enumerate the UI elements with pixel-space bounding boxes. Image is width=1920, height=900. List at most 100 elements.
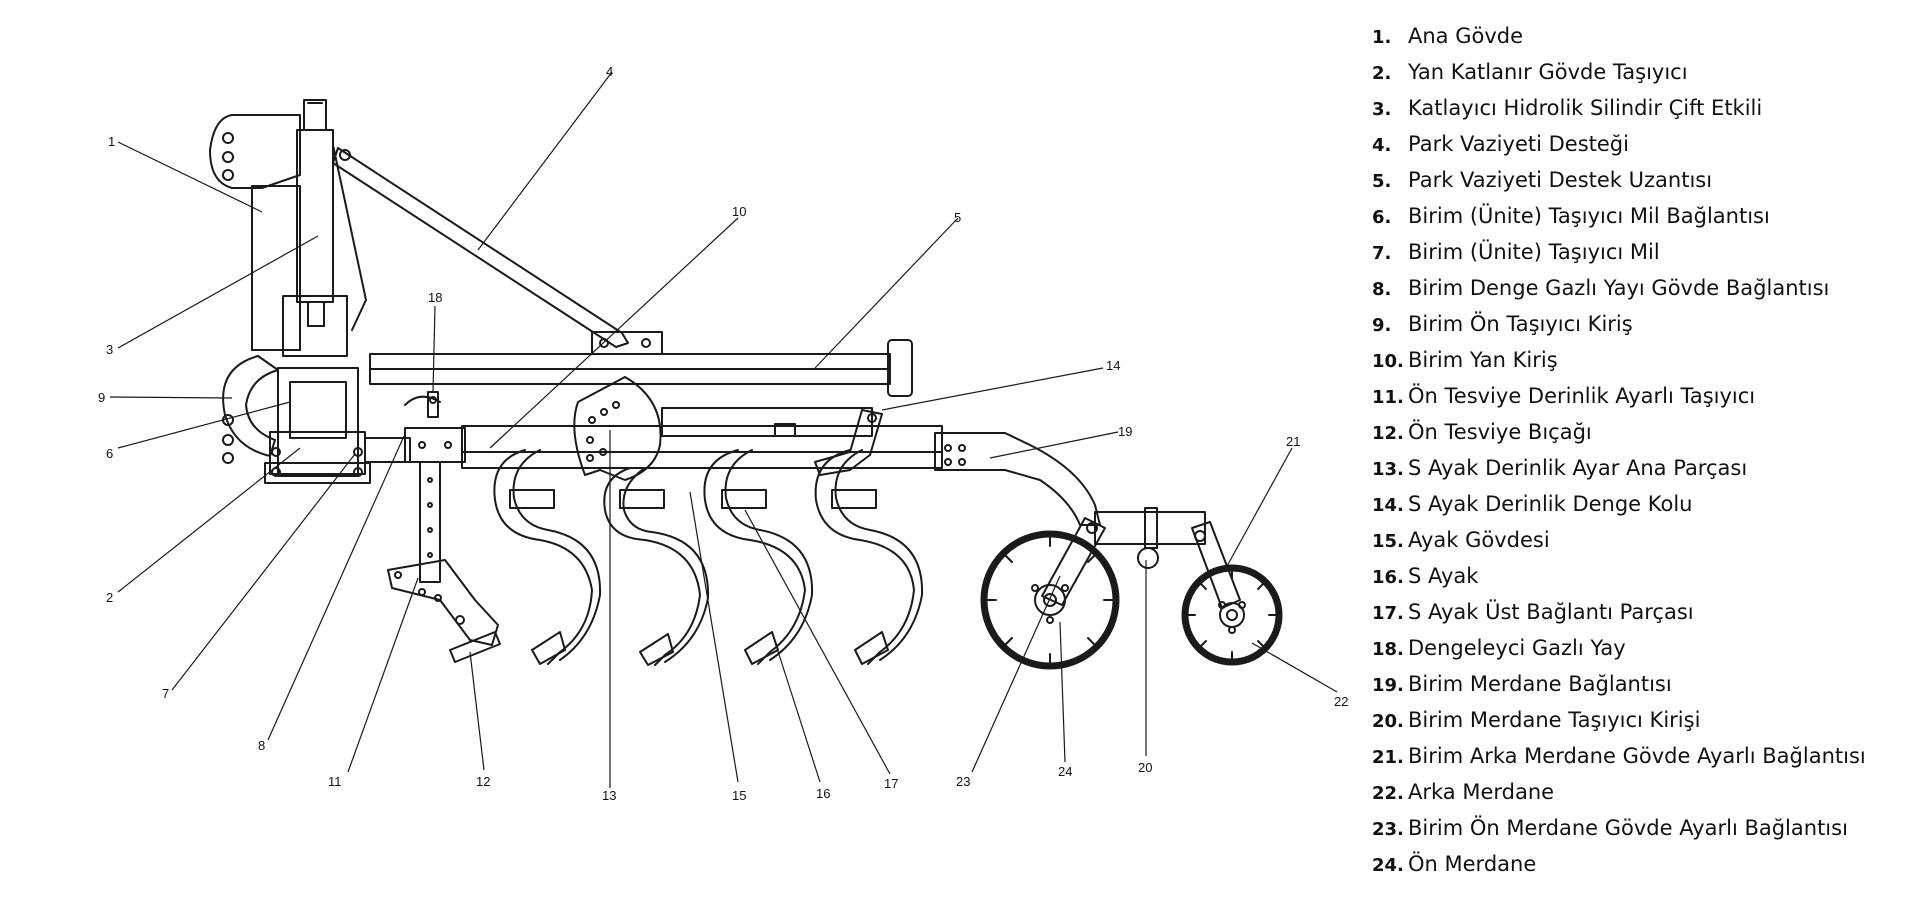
carrier-frame bbox=[264, 295, 371, 484]
carrier-shaft bbox=[364, 425, 943, 469]
legend-item: 4. Park Vaziyeti Desteği bbox=[1372, 132, 1902, 168]
legend-item: 11.Ön Tesviye Derinlik Ayarlı Taşıyıcı bbox=[1372, 384, 1902, 420]
legend-label: S Ayak bbox=[1408, 564, 1479, 588]
legend-label: Yan Katlanır Gövde Taşıyıcı bbox=[1408, 60, 1688, 84]
legend-label: Park Vaziyeti Desteği bbox=[1408, 132, 1629, 156]
legend-label: Birim Ön Merdane Gövde Ayarlı Bağlantısı bbox=[1408, 816, 1848, 840]
legend-number: 22. bbox=[1372, 783, 1404, 804]
hydraulic-cylinder bbox=[296, 99, 367, 331]
legend-label: S Ayak Derinlik Ayar Ana Parçası bbox=[1408, 456, 1748, 480]
rear-roller-assembly bbox=[1181, 521, 1283, 666]
legend-item: 21.Birim Arka Merdane Gövde Ayarlı Bağla… bbox=[1372, 744, 1902, 780]
legend-item: 14.S Ayak Derinlik Denge Kolu bbox=[1372, 492, 1902, 528]
legend-number: 11. bbox=[1372, 387, 1404, 408]
legend-item: 7.Birim (Ünite) Taşıyıcı Mil bbox=[1372, 240, 1902, 276]
legend-number: 3. bbox=[1372, 99, 1392, 120]
callout-6: 6 bbox=[106, 446, 113, 461]
s-feet bbox=[493, 449, 924, 666]
legend-item: 1. Ana Gövde bbox=[1372, 24, 1902, 60]
front-roller-assembly bbox=[980, 517, 1120, 670]
legend-number: 7. bbox=[1372, 243, 1392, 264]
legend-number: 14. bbox=[1372, 495, 1404, 516]
callout-13: 13 bbox=[602, 788, 616, 803]
callout-5: 5 bbox=[954, 210, 961, 225]
legend-number: 24. bbox=[1372, 855, 1404, 876]
legend-label: Ön Tesviye Bıçağı bbox=[1408, 420, 1592, 444]
legend-label: Dengeleyci Gazlı Yay bbox=[1408, 636, 1626, 660]
callout-17: 17 bbox=[884, 776, 898, 791]
legend-label: Ön Tesviye Derinlik Ayarlı Taşıyıcı bbox=[1408, 384, 1756, 408]
legend-number: 16. bbox=[1372, 567, 1404, 588]
legend-item: 15.Ayak Gövdesi bbox=[1372, 528, 1902, 564]
callout-23: 23 bbox=[956, 774, 970, 789]
legend-label: Ayak Gövdesi bbox=[1408, 528, 1550, 552]
legend-label: Birim Merdane Taşıyıcı Kirişi bbox=[1408, 708, 1701, 732]
legend-number: 8. bbox=[1372, 279, 1392, 300]
callout-22: 22 bbox=[1334, 694, 1348, 709]
s-foot-2 bbox=[603, 467, 710, 666]
callout-8: 8 bbox=[258, 738, 265, 753]
legend-label: Birim Yan Kiriş bbox=[1408, 348, 1558, 372]
legend-item: 17.S Ayak Üst Bağlantı Parçası bbox=[1372, 600, 1902, 636]
legend-item: 18.Dengeleyci Gazlı Yay bbox=[1372, 636, 1902, 672]
legend-label: Ön Merdane bbox=[1408, 852, 1537, 876]
legend-number: 9. bbox=[1372, 315, 1392, 336]
legend-label: Arka Merdane bbox=[1408, 780, 1555, 804]
callout-3: 3 bbox=[106, 342, 113, 357]
legend-number: 13. bbox=[1372, 459, 1404, 480]
leader-lines bbox=[109, 71, 1338, 788]
callout-1: 1 bbox=[108, 134, 115, 149]
legend-label: Ana Gövde bbox=[1408, 24, 1524, 48]
legend-number: 15. bbox=[1372, 531, 1404, 552]
legend-label: Birim Denge Gazlı Yayı Gövde Bağlantısı bbox=[1408, 276, 1830, 300]
callout-labels: 1 2 3 4 5 6 7 8 9 10 11 12 13 14 15 16 1… bbox=[98, 64, 1348, 803]
callout-24: 24 bbox=[1058, 764, 1072, 779]
callout-9: 9 bbox=[98, 390, 105, 405]
legend-item: 20.Birim Merdane Taşıyıcı Kirişi bbox=[1372, 708, 1902, 744]
legend-number: 1. bbox=[1372, 27, 1392, 48]
legend-item: 2. Yan Katlanır Gövde Taşıyıcı bbox=[1372, 60, 1902, 96]
callout-11: 11 bbox=[328, 774, 342, 789]
legend-label: Birim Arka Merdane Gövde Ayarlı Bağlantı… bbox=[1408, 744, 1866, 768]
callout-20: 20 bbox=[1138, 760, 1152, 775]
legend-item: 16.S Ayak bbox=[1372, 564, 1902, 600]
legend-number: 19. bbox=[1372, 675, 1404, 696]
gas-spring bbox=[404, 391, 441, 418]
depth-main-part bbox=[573, 376, 873, 481]
legend-number: 18. bbox=[1372, 639, 1404, 660]
legend-number: 4. bbox=[1372, 135, 1392, 156]
callout-2: 2 bbox=[106, 590, 113, 605]
callout-12: 12 bbox=[476, 774, 490, 789]
legend-item: 22.Arka Merdane bbox=[1372, 780, 1902, 816]
front-roller bbox=[980, 530, 1120, 670]
legend-label: Birim Ön Taşıyıcı Kiriş bbox=[1408, 312, 1633, 336]
legend-label: Birim Merdane Bağlantısı bbox=[1408, 672, 1672, 696]
callout-7: 7 bbox=[162, 686, 169, 701]
legend-item: 3.Katlayıcı Hidrolik Silindir Çift Etkil… bbox=[1372, 96, 1902, 132]
legend-number: 6. bbox=[1372, 207, 1392, 228]
s-foot-4 bbox=[814, 449, 924, 665]
legend-item: 8. Birim Denge Gazlı Yayı Gövde Bağlantıs… bbox=[1372, 276, 1902, 312]
parking-support bbox=[332, 147, 663, 355]
s-foot-3 bbox=[703, 449, 814, 665]
roller-connection bbox=[934, 432, 1206, 569]
legend-item: 9. Birim Ön Taşıyıcı Kiriş bbox=[1372, 312, 1902, 348]
front-leveling-carrier bbox=[387, 461, 501, 663]
depth-balance-arm bbox=[814, 409, 883, 476]
legend-item: 5.Park Vaziyeti Destek Uzantısı bbox=[1372, 168, 1902, 204]
callout-21: 21 bbox=[1286, 434, 1300, 449]
legend-item: 10.Birim Yan Kiriş bbox=[1372, 348, 1902, 384]
callout-14: 14 bbox=[1106, 358, 1120, 373]
legend-number: 2. bbox=[1372, 63, 1392, 84]
legend-number: 17. bbox=[1372, 603, 1404, 624]
legend-number: 21. bbox=[1372, 747, 1404, 768]
callout-16: 16 bbox=[816, 786, 830, 801]
legend-label: Birim (Ünite) Taşıyıcı Mil Bağlantısı bbox=[1408, 204, 1770, 228]
callout-4: 4 bbox=[606, 64, 613, 79]
callout-10: 10 bbox=[732, 204, 746, 219]
legend-item: 23.Birim Ön Merdane Gövde Ayarlı Bağlant… bbox=[1372, 816, 1902, 852]
parking-extension bbox=[369, 339, 913, 397]
legend-label: Park Vaziyeti Destek Uzantısı bbox=[1408, 168, 1713, 192]
legend-number: 23. bbox=[1372, 819, 1404, 840]
